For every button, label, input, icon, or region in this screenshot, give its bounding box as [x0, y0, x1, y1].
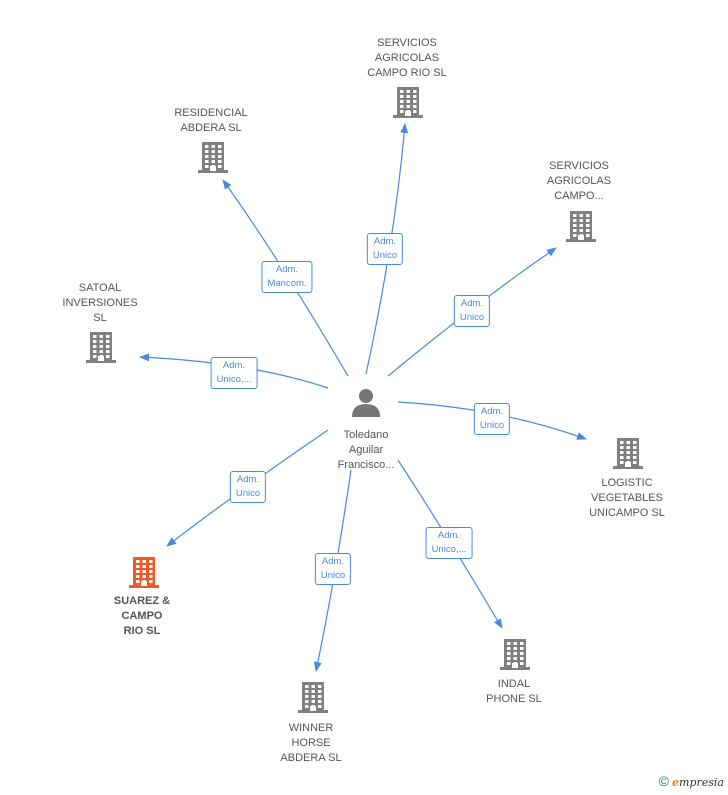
building-icon: [129, 557, 159, 588]
edge-label-logistic-vegetables[interactable]: Adm. Unico: [473, 403, 511, 435]
building-icon: [393, 87, 423, 118]
building-icon: [86, 332, 116, 363]
edge-label-indal-phone[interactable]: Adm. Unico,...: [425, 527, 473, 559]
building-icon: [613, 438, 643, 469]
node-label-winner-horse-abdera[interactable]: WINNER HORSE ABDERA SL: [280, 722, 342, 764]
building-icon: [566, 211, 596, 242]
edge-label-residencial-abdera[interactable]: Adm. Mancom.: [261, 261, 313, 293]
brand-logo: empresia: [672, 776, 724, 789]
copyright-credit: © empresia: [659, 773, 724, 789]
icons: [86, 87, 643, 713]
person-icon: [352, 389, 380, 417]
edge-label-winner-horse-abdera[interactable]: Adm. Unico: [314, 553, 352, 585]
building-icon: [298, 682, 328, 713]
node-label-servicios-agricolas-campo-rio[interactable]: SERVICIOS AGRICOLAS CAMPO RIO SL: [367, 37, 447, 79]
edge-label-servicios-agricolas-campo-rio[interactable]: Adm. Unico: [366, 233, 404, 265]
edge-label-servicios-agricolas-campo[interactable]: Adm. Unico: [453, 295, 491, 327]
edge-label-suarez-campo-rio[interactable]: Adm. Unico: [229, 471, 267, 503]
center-person-label[interactable]: Toledano Aguilar Francisco...: [337, 429, 395, 471]
copyright-icon: ©: [658, 773, 669, 789]
building-icon: [198, 142, 228, 173]
node-label-residencial-abdera[interactable]: RESIDENCIAL ABDERA SL: [174, 107, 248, 134]
building-icon: [500, 639, 530, 670]
node-label-satoal-inversiones[interactable]: SATOAL INVERSIONES SL: [62, 282, 138, 324]
node-label-logistic-vegetables[interactable]: LOGISTIC VEGETABLES UNICAMPO SL: [589, 477, 665, 519]
node-label-suarez-campo-rio[interactable]: SUAREZ & CAMPO RIO SL: [113, 595, 171, 637]
edge-label-satoal-inversiones[interactable]: Adm. Unico,...: [210, 357, 258, 389]
node-label-indal-phone[interactable]: INDAL PHONE SL: [486, 678, 542, 705]
node-label-servicios-agricolas-campo[interactable]: SERVICIOS AGRICOLAS CAMPO...: [546, 160, 612, 202]
